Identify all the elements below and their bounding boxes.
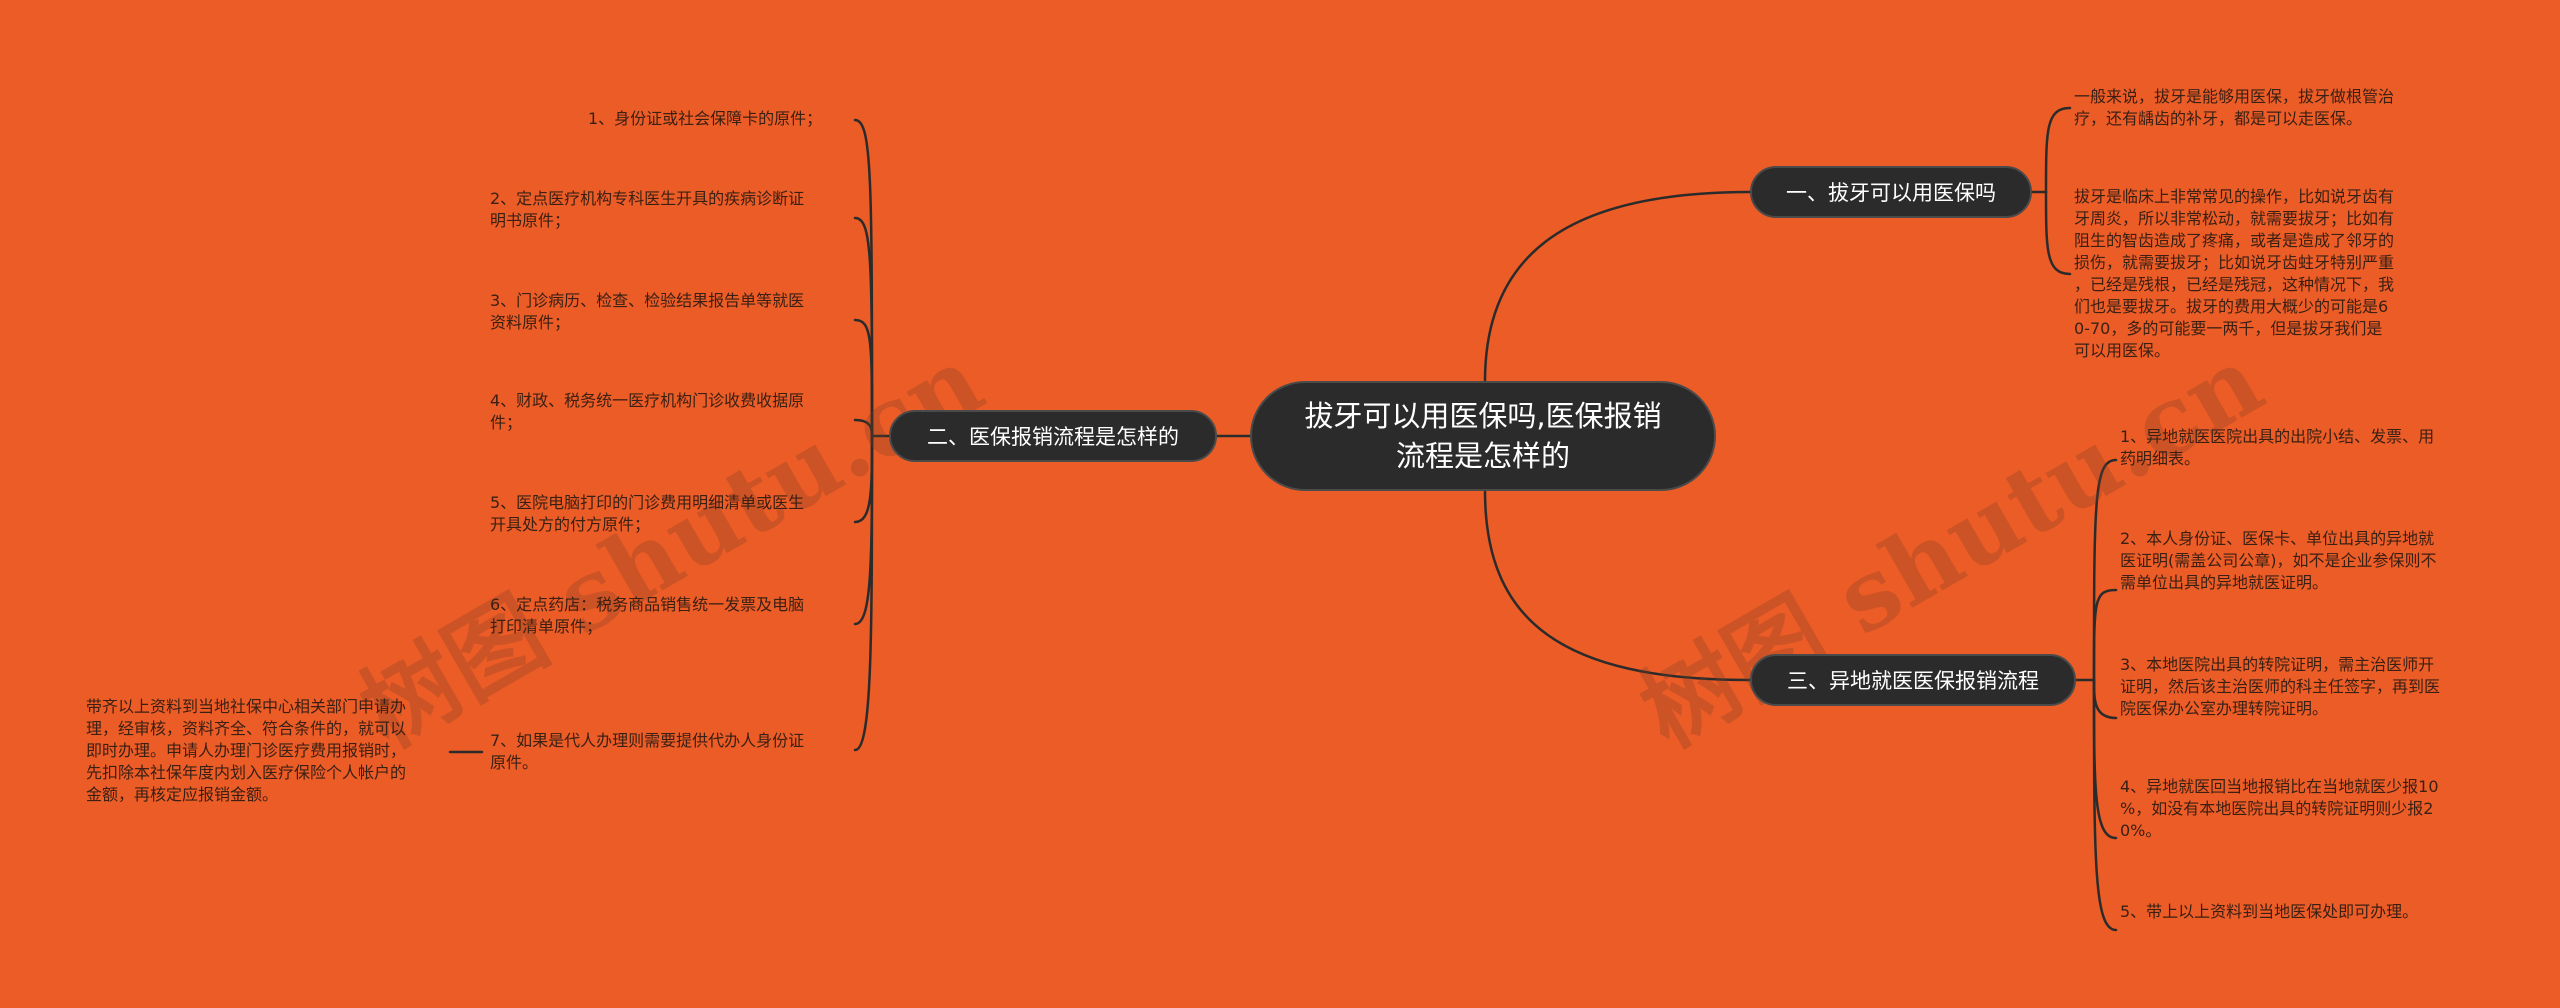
link-b3-leaf3	[2092, 678, 2118, 720]
link-b2-leaf3	[853, 318, 874, 438]
leaf-text: 2、定点医疗机构专科医生开具的疾病诊断证 明书原件；	[490, 189, 805, 230]
link-b1-leaf2	[2044, 190, 2072, 276]
leaf-text: 7、如果是代人办理则需要提供代办人身份证 原件。	[490, 731, 805, 772]
link-root-b3	[1483, 489, 1752, 682]
branch-label: 一、拔牙可以用医保吗	[1786, 181, 1996, 205]
link-b3-leaf5	[2092, 678, 2118, 932]
leaf-text: 6、定点药店：税务商品销售统一发票及电脑 打印清单原件；	[490, 595, 805, 636]
branch-label: 三、异地就医医保报销流程	[1787, 669, 2039, 693]
leaf-text: 1、身份证或社会保障卡的原件；	[588, 109, 823, 128]
link-b2-leaf2	[853, 216, 874, 438]
leaf-text: 5、带上以上资料到当地医保处即可办理。	[2120, 902, 2419, 921]
branch-node-2[interactable]: 二、医保报销流程是怎样的	[889, 410, 1217, 462]
branch-label: 二、医保报销流程是怎样的	[927, 425, 1179, 449]
link-b2-leaf7	[853, 434, 874, 752]
branch-node-3[interactable]: 三、异地就医医保报销流程	[1750, 654, 2076, 706]
leaf-text: 2、本人身份证、医保卡、单位出具的异地就 医证明(需盖公司公章)，如不是企业参保…	[2120, 529, 2437, 592]
link-b2-leaf6	[853, 434, 874, 626]
link-b2-leaf5	[853, 434, 874, 524]
leaf-text: 4、异地就医回当地报销比在当地就医少报10 %，如没有本地医院出具的转院证明则少…	[2120, 777, 2439, 840]
leaf-text: 5、医院电脑打印的门诊费用明细清单或医生 开具处方的付方原件；	[490, 493, 805, 534]
branch-node-1[interactable]: 一、拔牙可以用医保吗	[1750, 166, 2032, 218]
leaf-text: 3、门诊病历、检查、检验结果报告单等就医 资料原件；	[490, 291, 805, 332]
leaf-text: 拔牙是临床上非常常见的操作，比如说牙齿有 牙周炎，所以非常松动，就需要拔牙；比如…	[2074, 187, 2395, 360]
leaf-text: 4、财政、税务统一医疗机构门诊收费收据原 件；	[490, 391, 805, 432]
leaf-text: 1、异地就医医院出具的出院小结、发票、用 药明细表。	[2120, 427, 2435, 468]
link-b2-leaf4	[853, 418, 874, 438]
link-root-b1	[1483, 190, 1752, 383]
root-label: 拔牙可以用医保吗,医保报销流程是怎样的	[1304, 399, 1662, 473]
leaf-text: 一般来说，拔牙是能够用医保，拔牙做根管治 疗，还有龋齿的补牙，都是可以走医保。	[2074, 87, 2395, 128]
leaf-text: 3、本地医院出具的转院证明，需主治医师开 证明，然后该主治医师的科主任签字，再到…	[2120, 655, 2441, 718]
link-b3-leaf2	[2092, 588, 2118, 682]
root-node[interactable]: 拔牙可以用医保吗,医保报销流程是怎样的	[1250, 381, 1716, 491]
link-b3-leaf4	[2092, 678, 2118, 840]
subleaf-text: 带齐以上资料到当地社保中心相关部门申请办 理，经审核，资料齐全、符合条件的，就可…	[86, 697, 407, 804]
link-b1-leaf1	[2044, 106, 2072, 194]
link-b3-leaf1	[2092, 458, 2118, 682]
